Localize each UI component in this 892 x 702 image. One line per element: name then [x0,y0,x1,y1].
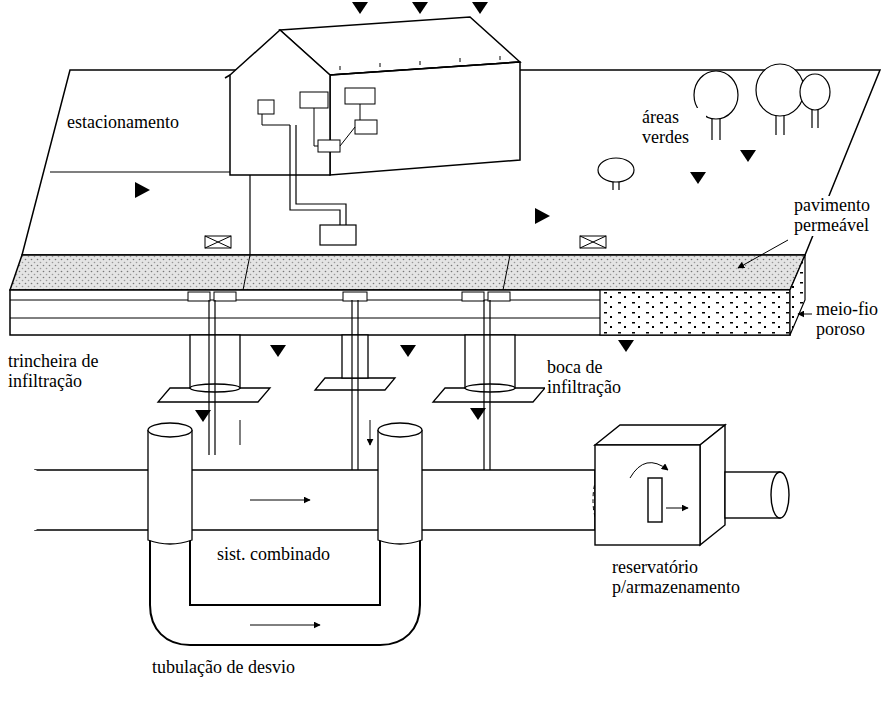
porous-curb-end [790,255,805,335]
porous-curb [600,290,790,335]
leader-line [798,314,812,315]
flow-arrow [690,172,706,184]
flow-arrow [250,500,310,501]
part-label: áreas verdes [640,108,706,148]
part-label: tubulação de desvio [150,658,297,678]
part-label: reservatório p/armazenamento [610,558,782,598]
part-label: sist. combinado [215,545,332,565]
flow-arrow [240,420,370,445]
pavement-joint [243,255,510,290]
rain-arrow [472,2,488,14]
part-label: pavimento permeável [792,196,888,236]
manhole [148,423,422,544]
part-label: boca de infiltração [545,358,641,398]
part-label: trincheira de infiltração [6,352,135,392]
trees [598,64,830,190]
permeable-pavement [10,255,805,290]
parking-outline [50,172,250,255]
flow-arrow [740,150,756,162]
grate [580,236,606,248]
pavement-section [10,290,790,335]
infiltration-arrow [470,408,486,420]
pavement-layer [10,300,600,318]
infiltration-arrow [195,410,211,422]
infiltration-arrow [618,340,634,352]
bypass-pipe-inner [170,520,400,625]
rain-arrow [412,2,428,14]
bypass-pipe [170,520,400,625]
inlet [188,292,510,301]
rain-arrow [352,2,368,14]
flow-arrow [250,625,320,626]
part-label: estacionamento [65,113,181,133]
combined-pipe [35,470,595,530]
drop-pipe [209,300,490,470]
grate [205,236,231,248]
infiltration-arrow [270,345,286,357]
house [225,17,520,245]
infiltration-arrow [400,345,416,357]
part-label: meio-fio poroso [814,300,888,340]
flow-arrow [535,208,550,224]
storage-reservoir [595,425,789,545]
leader-line [738,240,788,268]
flow-arrow [135,182,150,198]
